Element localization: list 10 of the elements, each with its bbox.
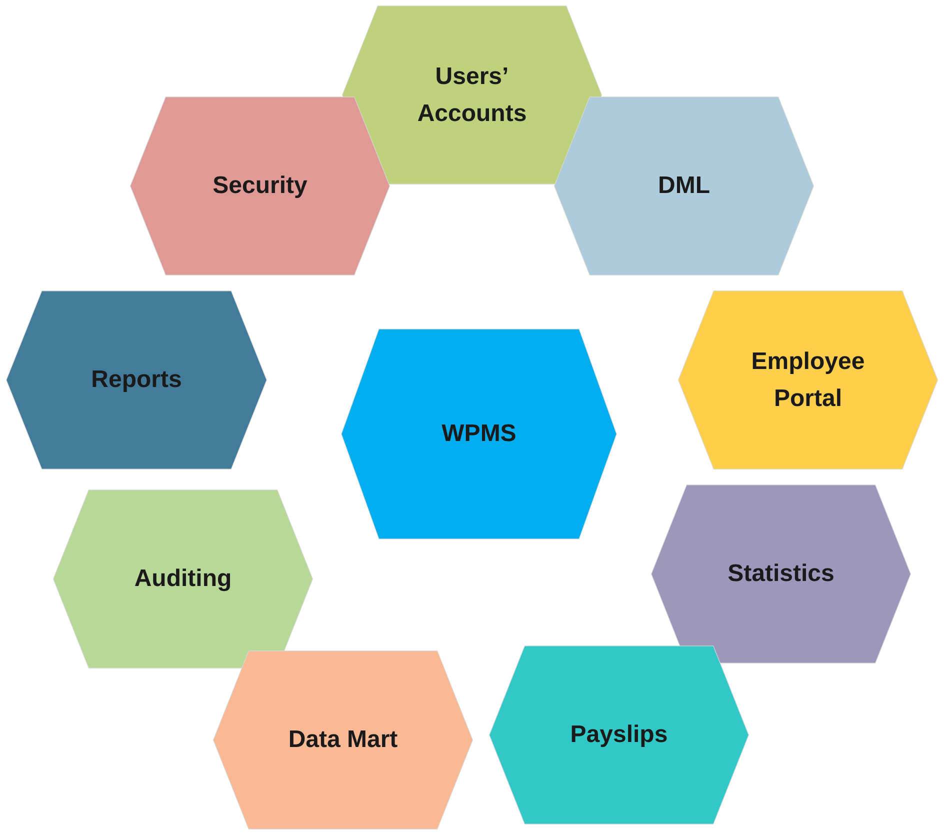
node-label: Auditing [134, 564, 232, 594]
node-label: Employee Portal [750, 346, 866, 414]
node-label: WPMS [442, 419, 516, 450]
node-label: Data Mart [288, 725, 398, 756]
node-label: Reports [91, 365, 182, 396]
node-label: Payslips [570, 720, 668, 750]
node-label: DML [658, 171, 710, 202]
node-label: Statistics [728, 559, 834, 590]
node-label: Users’ Accounts [416, 62, 528, 129]
node-label: Security [212, 171, 308, 202]
